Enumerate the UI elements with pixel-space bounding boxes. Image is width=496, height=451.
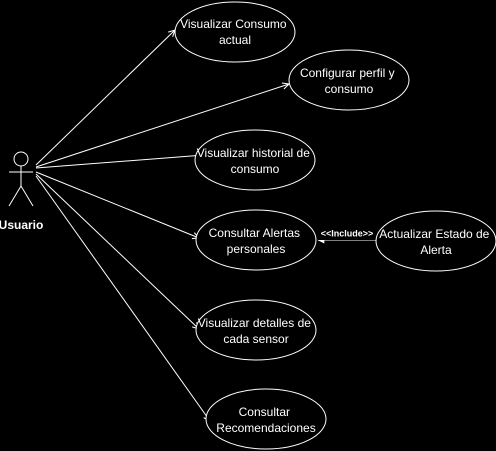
use-case-label: Consultar Recomendaciones	[216, 405, 315, 435]
use-case-label: Consultar Alertas personales	[209, 226, 304, 256]
use-case-label: Visualizar historial de consumo	[197, 146, 314, 176]
actor-head	[13, 151, 29, 167]
use-case-consultar-recomendaciones[interactable]: Consultar Recomendaciones	[205, 388, 327, 450]
use-case-actualizar-estado[interactable]: Actualizar Estado de Alerta	[375, 210, 496, 272]
actor-right-leg	[20, 185, 34, 207]
use-case-visualizar-historial[interactable]: Visualizar historial de consumo	[194, 129, 316, 191]
use-case-visualizar-consumo[interactable]: Visualizar Consumo actual	[174, 1, 296, 63]
association-uc2	[35, 84, 289, 168]
actor-label: Usuario	[0, 218, 43, 232]
include-label: <<Include>>	[321, 229, 374, 239]
use-case-label: Visualizar detalles de cada sensor	[198, 316, 315, 346]
actor-usuario[interactable]	[8, 151, 34, 207]
associations	[35, 30, 289, 421]
association-uc3	[35, 155, 204, 169]
use-case-label: Actualizar Estado de Alerta	[379, 227, 492, 257]
use-case-ellipse	[174, 1, 296, 63]
association-uc4	[35, 171, 199, 238]
actor-left-leg	[8, 185, 22, 207]
use-case-label: Visualizar Consumo actual	[180, 17, 290, 47]
use-case-ellipse	[195, 299, 317, 361]
use-case-ellipse	[195, 209, 317, 271]
use-case-configurar-perfil[interactable]: Configurar perfil y consumo	[288, 49, 410, 111]
association-uc6	[35, 175, 210, 421]
include-relation: <<Include>>	[317, 228, 376, 244]
include-label-bg	[318, 228, 376, 240]
association-uc1	[35, 30, 175, 166]
use-case-ellipse	[288, 49, 410, 111]
association-uc5	[35, 173, 199, 329]
use-case-ellipse	[205, 388, 327, 450]
use-case-label: Configurar perfil y consumo	[300, 66, 398, 96]
use-case-consultar-alertas[interactable]: Consultar Alertas personales	[195, 209, 317, 271]
use-case-ellipse	[194, 129, 316, 191]
use-case-ellipse	[375, 210, 496, 272]
use-case-detalles-sensor[interactable]: Visualizar detalles de cada sensor	[195, 299, 317, 361]
